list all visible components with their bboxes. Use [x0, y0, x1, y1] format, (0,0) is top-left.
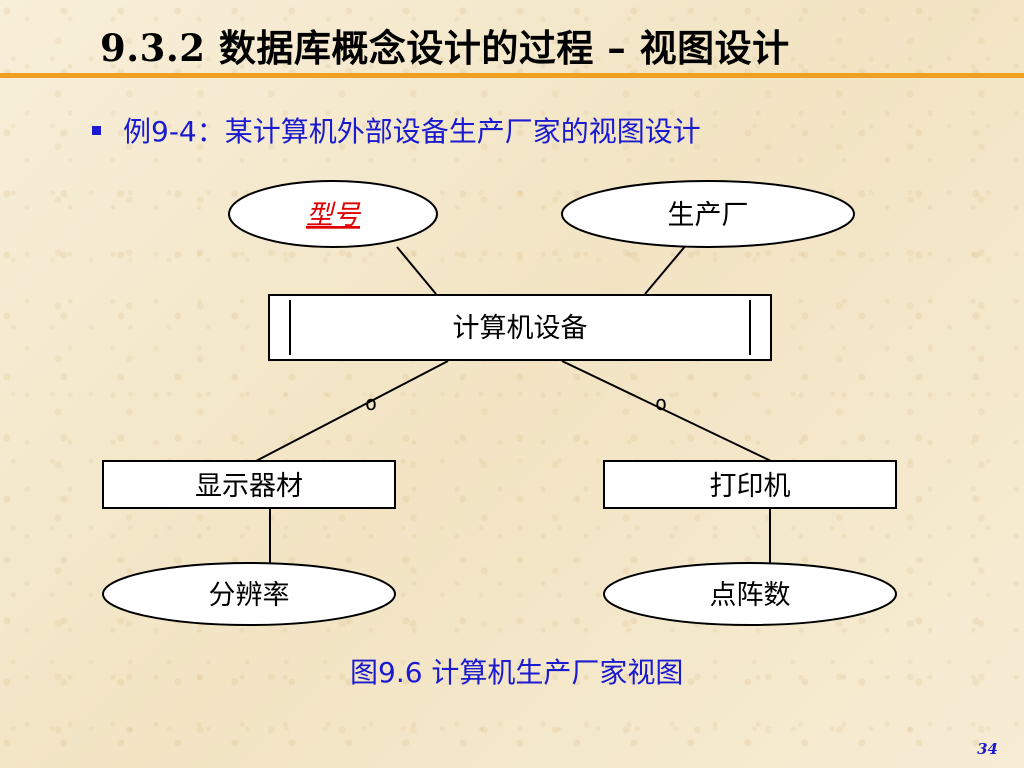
connector-device-to-printer: [561, 360, 772, 462]
entity-display-label: 显示器材: [195, 471, 303, 502]
connector-device-to-display: [255, 360, 449, 462]
bullet-item: 例9-4：某计算机外部设备生产厂家的视图设计: [92, 110, 701, 150]
attribute-manufacturer-ellipse: [561, 180, 855, 248]
entity-display: [102, 460, 396, 509]
attribute-dotmatrix: 点阵数: [710, 580, 791, 611]
bullet-text: 例9-4：某计算机外部设备生产厂家的视图设计: [123, 115, 701, 148]
entity-computer-device-label: 计算机设备: [453, 313, 588, 344]
square-bullet-icon: [92, 125, 101, 135]
attribute-resolution: 分辨率: [209, 580, 290, 611]
cardinality-left: o: [365, 391, 377, 415]
connector-model-to-device: [396, 246, 437, 295]
page-number: 34: [977, 740, 998, 758]
attribute-dotmatrix-ellipse: [603, 562, 897, 626]
entity-computer-device: [268, 294, 772, 361]
slide-title: 9.3.2 数据库概念设计的过程 – 视图设计: [100, 26, 790, 70]
entity-printer: [603, 460, 897, 509]
attribute-model-ellipse: [228, 180, 438, 248]
figure-caption: 图9.6 计算机生产厂家视图: [350, 656, 684, 689]
cardinality-right: o: [655, 391, 667, 415]
entity-printer-label: 打印机: [710, 471, 791, 502]
attribute-model-key: 型号: [306, 200, 362, 231]
attribute-resolution-ellipse: [102, 562, 396, 626]
connector-manufacturer-to-device: [644, 243, 688, 295]
title-divider: [0, 73, 1024, 78]
attribute-manufacturer: 生产厂: [668, 200, 749, 231]
